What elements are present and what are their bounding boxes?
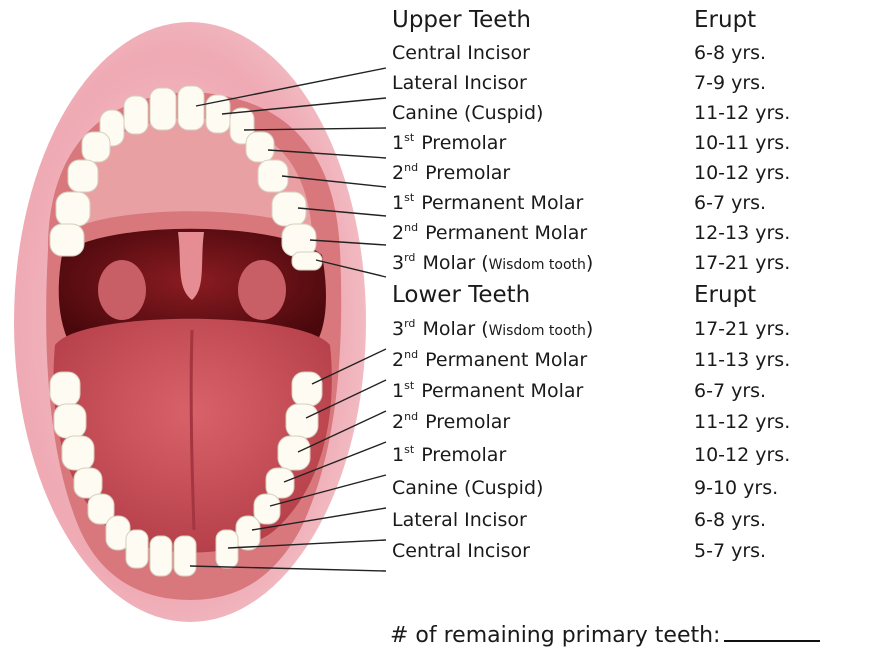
remaining-primary-teeth-prompt: # of remaining primary teeth: <box>390 622 820 648</box>
ordinal-number: 2 <box>392 162 404 184</box>
upper-row: Central Incisor 6-8 yrs. <box>0 38 871 68</box>
upper-row: Canine (Cuspid) 11-12 yrs. <box>0 98 871 128</box>
upper-row: 1st Permanent Molar 6-7 yrs. <box>0 188 871 218</box>
lower-teeth-heading: Lower Teeth <box>392 280 530 310</box>
upper-teeth-header: Upper Teeth Erupt <box>0 5 871 35</box>
upper-row: 1st Premolar 10-11 yrs. <box>0 128 871 158</box>
upper-row: 2nd Permanent Molar 12-13 yrs. <box>0 218 871 248</box>
ordinal-suffix: nd <box>404 348 418 361</box>
remaining-primary-teeth-blank[interactable] <box>724 622 820 642</box>
tooth-note: Wisdom tooth <box>489 323 586 339</box>
erupt-age: 10-12 yrs. <box>694 158 790 188</box>
erupt-age: 6-8 yrs. <box>694 38 766 68</box>
ordinal-number: 2 <box>392 411 404 433</box>
tooth-name: Permanent Molar <box>425 222 587 244</box>
erupt-age: 11-12 yrs. <box>694 407 790 437</box>
lower-erupt-heading: Erupt <box>694 280 756 310</box>
upper-row: 2nd Premolar 10-12 yrs. <box>0 158 871 188</box>
ordinal-suffix: st <box>404 379 414 392</box>
tooth-name: Canine (Cuspid) <box>392 477 543 499</box>
ordinal-suffix: rd <box>404 317 415 330</box>
lower-row: 1st Permanent Molar 6-7 yrs. <box>0 376 871 406</box>
erupt-age: 11-12 yrs. <box>694 98 790 128</box>
tooth-name: Permanent Molar <box>421 192 583 214</box>
tooth-name: Lateral Incisor <box>392 509 527 531</box>
erupt-age: 12-13 yrs. <box>694 218 790 248</box>
upper-row: 3rd Molar (Wisdom tooth) 17-21 yrs. <box>0 248 871 278</box>
ordinal-number: 1 <box>392 444 404 466</box>
erupt-age: 5-7 yrs. <box>694 536 766 566</box>
ordinal-number: 1 <box>392 192 404 214</box>
remaining-primary-teeth-label: # of remaining primary teeth: <box>390 623 720 648</box>
lower-teeth-header: Lower Teeth Erupt <box>0 280 871 310</box>
ordinal-number: 1 <box>392 380 404 402</box>
ordinal-suffix: st <box>404 443 414 456</box>
tooth-name: Premolar <box>421 132 506 154</box>
tooth-name: Molar ( <box>422 318 488 340</box>
tooth-name: Central Incisor <box>392 42 530 64</box>
erupt-age: 17-21 yrs. <box>694 314 790 344</box>
erupt-age: 10-11 yrs. <box>694 128 790 158</box>
tooth-name: Lateral Incisor <box>392 72 527 94</box>
ordinal-number: 3 <box>392 318 404 340</box>
tooth-name: Premolar <box>425 411 510 433</box>
ordinal-suffix: nd <box>404 221 418 234</box>
lower-row: 3rd Molar (Wisdom tooth) 17-21 yrs. <box>0 314 871 344</box>
ordinal-suffix: rd <box>404 251 415 264</box>
erupt-age: 7-9 yrs. <box>694 68 766 98</box>
ordinal-suffix: st <box>404 191 414 204</box>
erupt-age: 9-10 yrs. <box>694 473 778 503</box>
lower-row: 1st Premolar 10-12 yrs. <box>0 440 871 470</box>
lower-row: Canine (Cuspid) 9-10 yrs. <box>0 473 871 503</box>
tooth-name: Central Incisor <box>392 540 530 562</box>
ordinal-number: 3 <box>392 252 404 274</box>
erupt-age: 11-13 yrs. <box>694 345 790 375</box>
lower-row: Lateral Incisor 6-8 yrs. <box>0 505 871 535</box>
upper-teeth-heading: Upper Teeth <box>392 5 531 35</box>
erupt-age: 10-12 yrs. <box>694 440 790 470</box>
ordinal-suffix: st <box>404 131 414 144</box>
erupt-age: 6-8 yrs. <box>694 505 766 535</box>
upper-erupt-heading: Erupt <box>694 5 756 35</box>
ordinal-number: 1 <box>392 132 404 154</box>
tooth-name: Premolar <box>425 162 510 184</box>
ordinal-suffix: nd <box>404 161 418 174</box>
upper-row: Lateral Incisor 7-9 yrs. <box>0 68 871 98</box>
tooth-name: Canine (Cuspid) <box>392 102 543 124</box>
tooth-name: Premolar <box>421 444 506 466</box>
ordinal-number: 2 <box>392 222 404 244</box>
tooth-name: Permanent Molar <box>421 380 583 402</box>
lower-row: Central Incisor 5-7 yrs. <box>0 536 871 566</box>
erupt-age: 6-7 yrs. <box>694 188 766 218</box>
tooth-name: Molar ( <box>422 252 488 274</box>
erupt-age: 6-7 yrs. <box>694 376 766 406</box>
lower-row: 2nd Premolar 11-12 yrs. <box>0 407 871 437</box>
ordinal-suffix: nd <box>404 410 418 423</box>
lower-row: 2nd Permanent Molar 11-13 yrs. <box>0 345 871 375</box>
tooth-name: Permanent Molar <box>425 349 587 371</box>
ordinal-number: 2 <box>392 349 404 371</box>
erupt-age: 17-21 yrs. <box>694 248 790 278</box>
tooth-note: Wisdom tooth <box>489 257 586 273</box>
